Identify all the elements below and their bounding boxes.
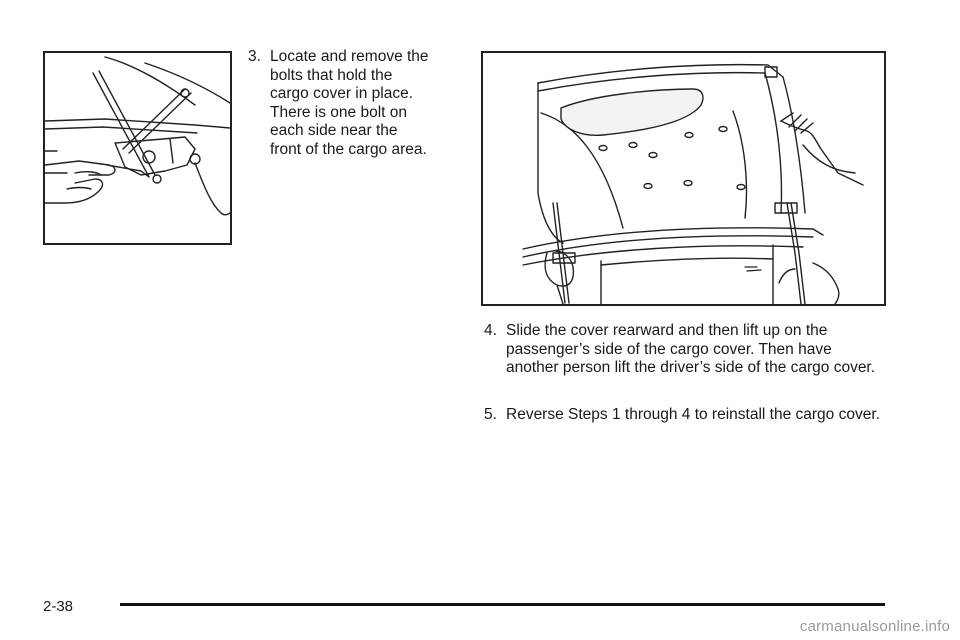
cargo-cover-lift-illustration [481, 51, 886, 306]
step-text: Slide the cover rearward and then lift u… [506, 322, 876, 376]
step-number: 4. [484, 322, 497, 339]
step-4: 4. Slide the cover rearward and then lif… [484, 322, 884, 378]
step-number: 5. [484, 406, 497, 423]
watermark[interactable]: carmanualsonline.info [799, 618, 950, 635]
step-number: 3. [248, 48, 261, 65]
step-3: 3. Locate and remove the bolts that hold… [248, 48, 438, 159]
bolt-removal-illustration [43, 51, 232, 245]
page-number: 2-38 [43, 598, 74, 615]
footer-rule [120, 603, 885, 606]
step-5: 5. Reverse Steps 1 through 4 to reinstal… [484, 406, 884, 425]
step-text: Locate and remove the bolts that hold th… [270, 48, 429, 158]
step-text: Reverse Steps 1 through 4 to reinstall t… [506, 406, 880, 423]
